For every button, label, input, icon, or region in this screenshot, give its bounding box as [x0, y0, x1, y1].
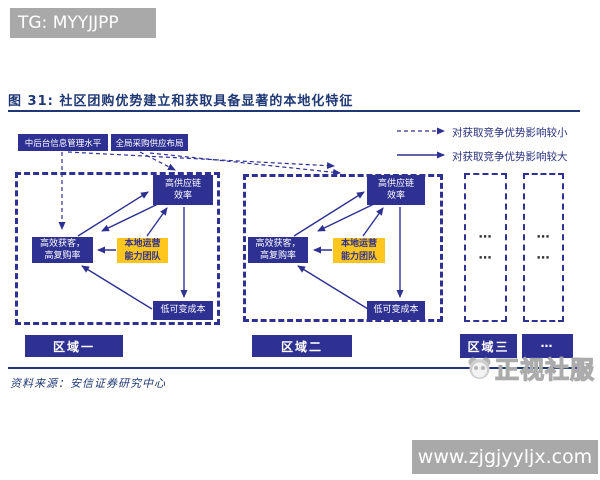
node-supply-chain-efficiency: 高供应链 效率 [367, 175, 425, 205]
ellipsis: ⋯ [536, 229, 551, 245]
top-watermark-banner: TG: MYYJJPP [10, 8, 156, 38]
title-divider [8, 110, 580, 112]
node-label: 效率 [173, 191, 192, 201]
node-label: 能力团队 [340, 251, 377, 262]
dashed-arrow-backoffice-to-r2-supply [67, 151, 335, 170]
source-note: 资料来源：安信证券研究中心 [10, 377, 166, 390]
region-3-frame: ⋯ ⋯ [464, 173, 507, 322]
node-label: 效率 [386, 191, 405, 201]
factor-global-procurement: 全局采购供应布局 [111, 134, 188, 151]
node-low-variable-cost: 低可变成本 [153, 301, 213, 320]
region-4-label: ⋯ [522, 334, 573, 358]
node-label: 高供应链 [164, 178, 201, 189]
bottom-watermark-banner: www.zjgjyyljx.com [412, 440, 598, 474]
node-customer-acquisition: 高效获客， 高复购率 [248, 237, 308, 263]
region-1-frame [15, 172, 220, 325]
region-2-frame [243, 174, 443, 322]
ellipsis: ⋯ [478, 250, 493, 266]
node-local-ops-team: 本地运营 能力团队 [333, 238, 385, 263]
figure-title: 图 31: 社区团购优势建立和获取具备显著的本地化特征 [8, 94, 354, 109]
node-label: 高复购率 [44, 251, 81, 261]
node-customer-acquisition: 高效获客， 高复购率 [32, 237, 93, 263]
node-label: 低可变成本 [160, 305, 206, 316]
region-2-label: 区域二 [252, 335, 352, 357]
node-label: 高供应链 [377, 178, 414, 189]
node-label: 低可变成本 [373, 305, 419, 316]
watermark-text: 正视社服 [494, 355, 595, 384]
region-1-label: 区域一 [25, 335, 123, 357]
node-local-ops-team: 本地运营 能力团队 [117, 238, 168, 263]
node-supply-chain-efficiency: 高供应链 效率 [153, 175, 213, 205]
region-3-label: 区域三 [460, 334, 517, 358]
legend-label-minor: 对获取竞争优势影响较小 [452, 127, 568, 139]
node-label: 高复购率 [259, 251, 296, 261]
top-banner-text: TG: MYYJJPP [18, 13, 119, 33]
region-4-frame: ⋯ ⋯ [523, 173, 564, 322]
legend-label-major: 对获取竞争优势影响较大 [452, 151, 568, 163]
dashed-arrow-procurement-to-r1-supply [139, 151, 176, 171]
node-label: 本地运营 [124, 239, 161, 250]
ellipsis: ⋯ [536, 250, 551, 266]
node-label: 能力团队 [124, 251, 161, 262]
panda-logo-icon [468, 357, 491, 379]
factor-backoffice-info: 中后台信息管理水平 [18, 134, 108, 151]
ellipsis: ⋯ [478, 229, 493, 245]
node-low-variable-cost: 低可变成本 [367, 301, 425, 320]
footer-divider [8, 367, 580, 369]
node-label: 高效获客， [39, 238, 85, 249]
watermark: 正视社服 [466, 350, 595, 385]
dashed-arrow-procurement-to-r2-supply [149, 152, 341, 176]
node-label: 本地运营 [340, 239, 377, 250]
bottom-banner-text: www.zjgjyyljx.com [417, 446, 593, 468]
node-label: 高效获客， [255, 238, 301, 249]
